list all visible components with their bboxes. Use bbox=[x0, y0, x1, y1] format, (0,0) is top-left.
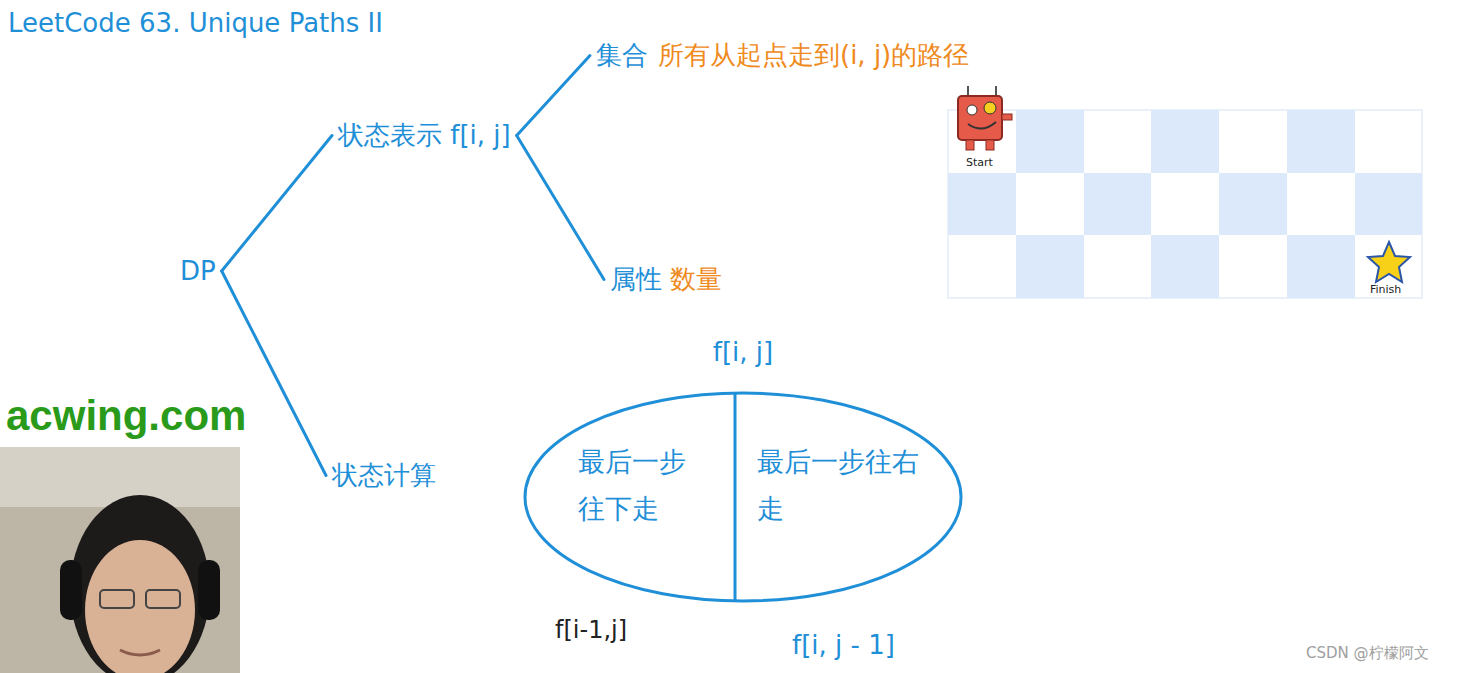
branch-term: 状态表示 f[i, j] bbox=[338, 118, 511, 153]
watermark-logo: acwing.com bbox=[6, 392, 246, 440]
node-text: 状态计算 bbox=[332, 460, 436, 490]
title: LeetCode 63. Unique Paths II bbox=[8, 8, 383, 38]
leaf-term: 集合所有从起点走到(i, j)的路径 bbox=[596, 38, 969, 73]
tree-branch bbox=[517, 56, 590, 136]
start-label: Start bbox=[966, 156, 993, 169]
ellipse-half: 最后一步往右走 bbox=[757, 438, 937, 533]
node-text: 状态表示 f[i, j] bbox=[338, 120, 511, 150]
node-value: 数量 bbox=[670, 264, 722, 294]
root-term: DP bbox=[180, 256, 216, 286]
node-text: 最后一步往右走 bbox=[757, 446, 919, 524]
finish-label: Finish bbox=[1370, 283, 1401, 296]
ellipse-heading: f[i, j] bbox=[520, 337, 966, 367]
split-ellipse: f[i, j] 最后一步往下走最后一步往右走 bbox=[520, 335, 966, 607]
node-text: 集合 bbox=[596, 40, 648, 70]
grid bbox=[948, 110, 1422, 298]
tree-branch bbox=[222, 136, 332, 272]
formula-label: f[i-1,j] bbox=[555, 616, 627, 644]
watermark: CSDN @柠檬阿文 bbox=[1306, 644, 1429, 663]
leaf-term: 属性数量 bbox=[610, 262, 722, 297]
branch-term: 状态计算 bbox=[332, 458, 436, 493]
webcam-photo bbox=[0, 447, 240, 673]
tree-branch bbox=[222, 271, 326, 476]
ellipse-border bbox=[525, 393, 961, 601]
node-text: 属性 bbox=[610, 264, 662, 294]
node-text: DP bbox=[180, 256, 216, 286]
node-text: 最后一步往下走 bbox=[578, 446, 686, 524]
robot-icon bbox=[958, 86, 1012, 150]
star-icon bbox=[1368, 242, 1410, 282]
formula-label: f[i, j - 1] bbox=[792, 630, 895, 660]
tree-branch bbox=[517, 136, 604, 280]
node-value: 所有从起点走到(i, j)的路径 bbox=[658, 40, 969, 70]
ellipse-half: 最后一步往下走 bbox=[578, 438, 698, 533]
ellipse-divider bbox=[734, 393, 737, 601]
